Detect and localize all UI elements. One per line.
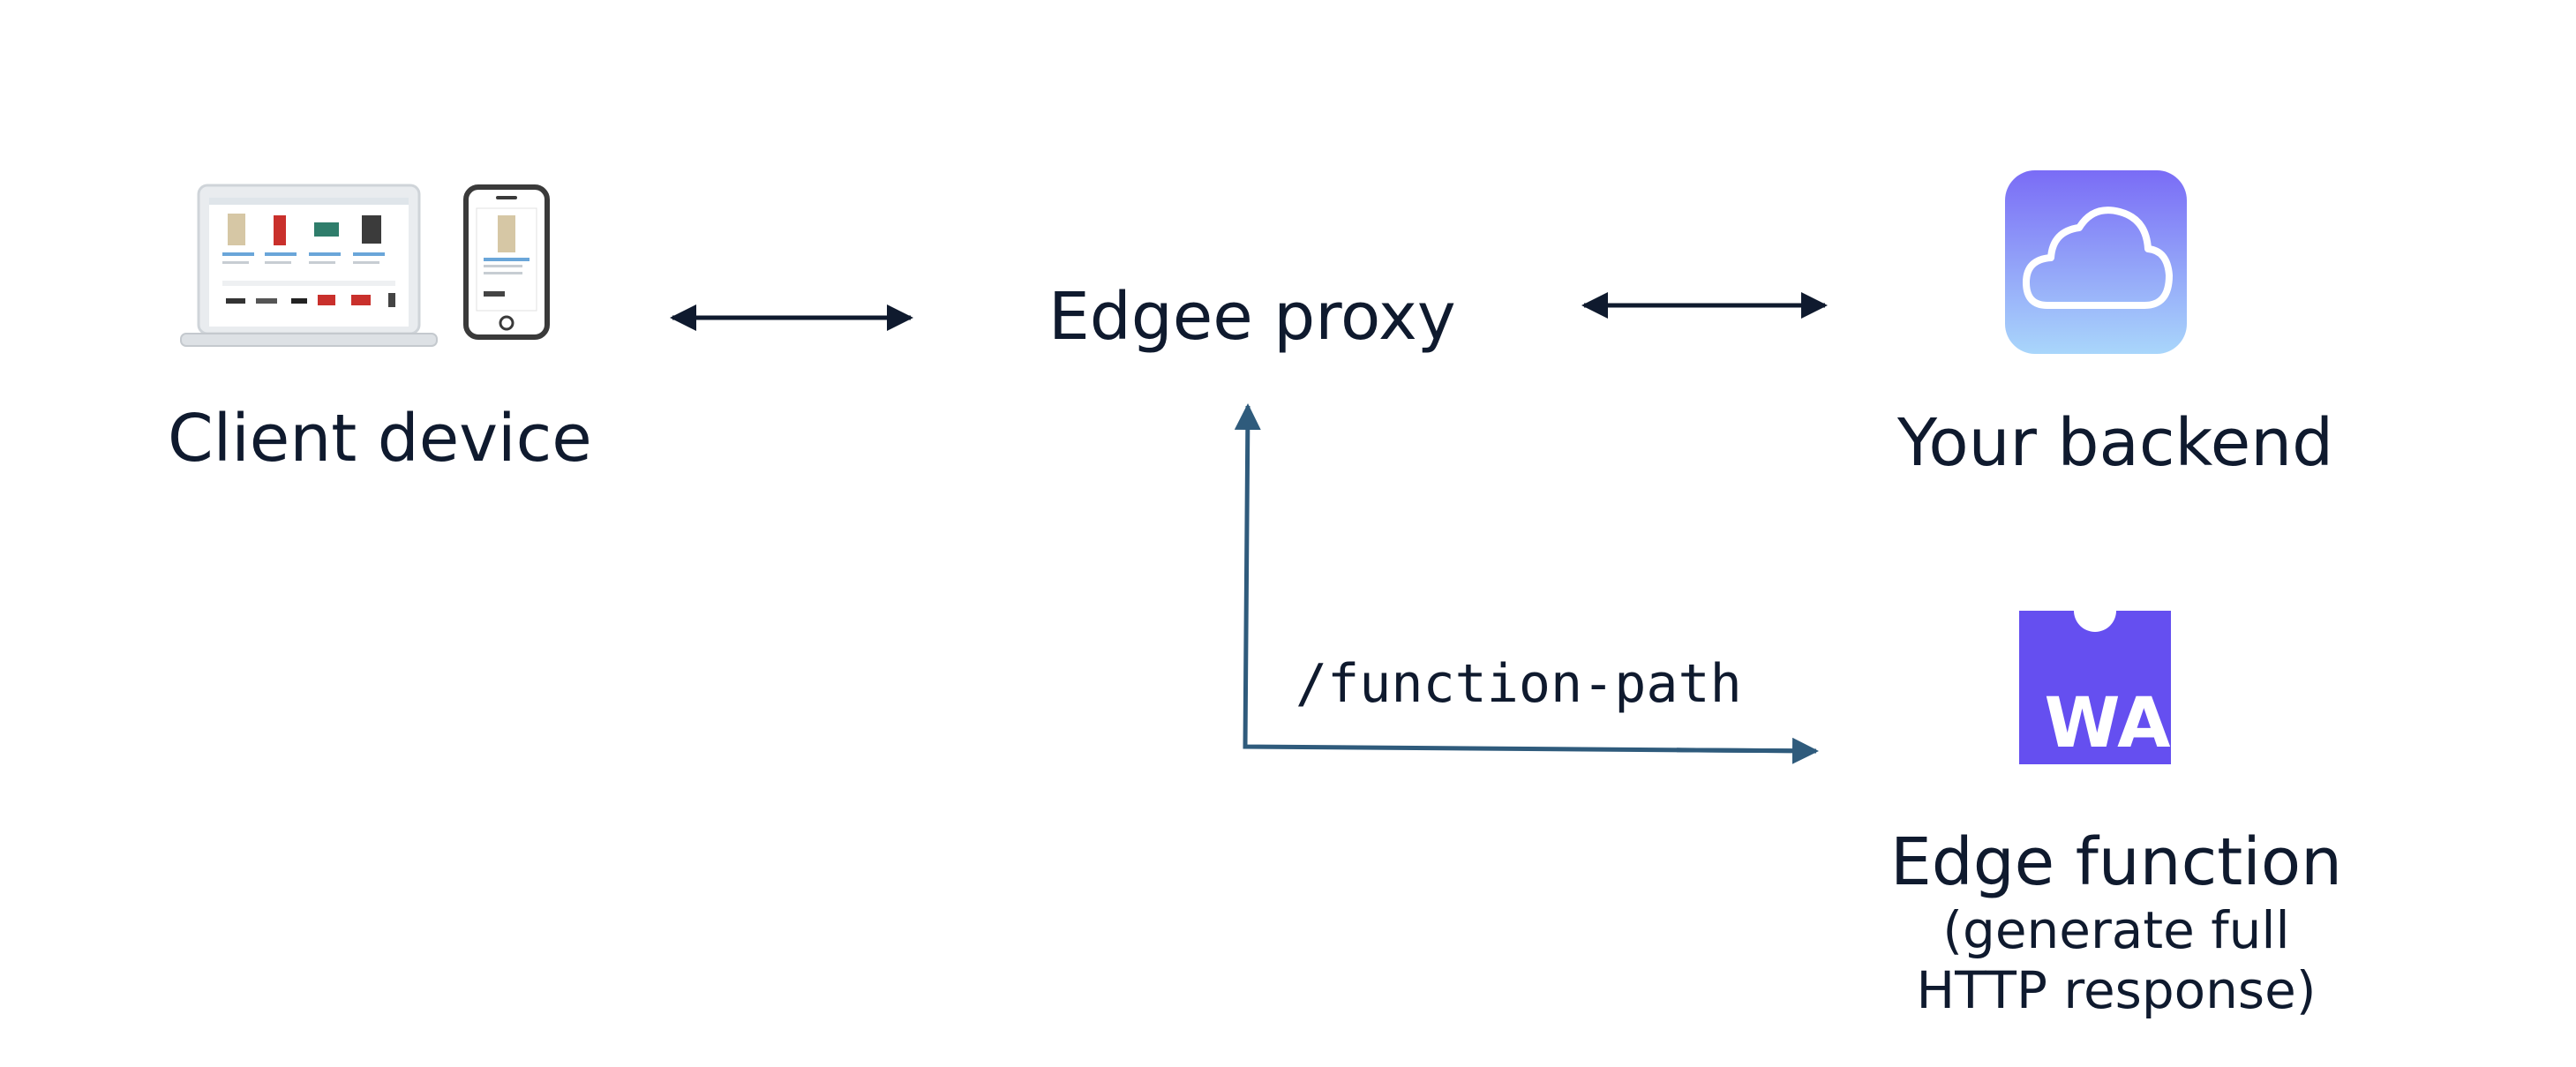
cloud-icon: [2005, 170, 2187, 354]
laptop-icon: [180, 184, 438, 347]
client-device-label: Client device: [168, 401, 592, 477]
edge-function-label: Edge function: [1889, 824, 2343, 900]
function-path-arrow-head: [1676, 737, 1819, 764]
your-backend-label: Your backend: [1897, 405, 2334, 481]
webassembly-icon-text: WA: [2045, 684, 2171, 763]
edge-function-sublabel: (generate full HTTP response): [1916, 900, 2317, 1020]
function-path-label: /function-path: [1296, 653, 1742, 715]
edgee-proxy-label: Edgee proxy: [1048, 279, 1456, 355]
webassembly-icon: WA: [2019, 611, 2171, 764]
phone-icon: [463, 184, 550, 340]
function-path-arrow: [1234, 403, 1817, 754]
